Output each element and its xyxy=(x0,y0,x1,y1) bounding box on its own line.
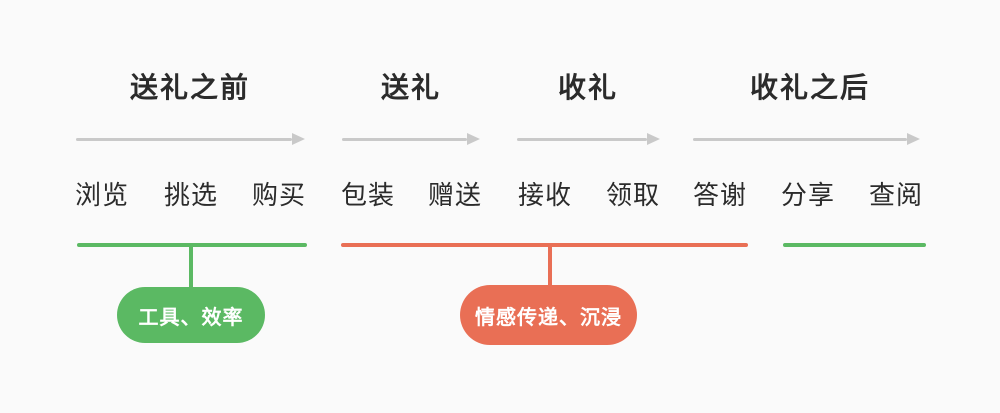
phase-title-before-gifting: 送礼之前 xyxy=(129,72,250,103)
step-package: 包装 xyxy=(340,180,395,210)
phase-title-gifting: 送礼 xyxy=(380,72,441,103)
arrow-right-icon xyxy=(517,133,660,145)
arrow-right-icon xyxy=(76,133,305,145)
underline-after-receiving xyxy=(783,243,926,247)
step-buy: 购买 xyxy=(251,180,306,210)
step-browse: 浏览 xyxy=(74,180,129,210)
annotation-label: 情感传递、沉浸 xyxy=(475,306,622,329)
underline-emotion xyxy=(341,243,748,247)
phase-title-receiving: 收礼 xyxy=(557,72,618,103)
connector-stem-red xyxy=(548,245,552,289)
step-receive: 接收 xyxy=(517,180,572,210)
connector-stem-green xyxy=(189,245,193,289)
step-give: 赠送 xyxy=(427,180,482,210)
step-claim: 领取 xyxy=(605,180,660,210)
step-share: 分享 xyxy=(780,180,835,210)
step-review: 查阅 xyxy=(868,180,923,210)
annotation-pill-emotion-immersion: 情感传递、沉浸 xyxy=(460,285,637,345)
arrow-right-icon xyxy=(693,133,920,145)
arrow-head-icon xyxy=(467,133,480,145)
annotation-pill-tools-efficiency: 工具、效率 xyxy=(117,287,265,343)
arrow-right-icon xyxy=(342,133,480,145)
annotation-label: 工具、效率 xyxy=(138,306,244,329)
step-select: 挑选 xyxy=(163,180,218,210)
arrow-head-icon xyxy=(907,133,920,145)
arrow-head-icon xyxy=(292,133,305,145)
phase-title-after-receiving: 收礼之后 xyxy=(749,72,870,103)
step-thank: 答谢 xyxy=(692,180,747,210)
arrow-head-icon xyxy=(647,133,660,145)
